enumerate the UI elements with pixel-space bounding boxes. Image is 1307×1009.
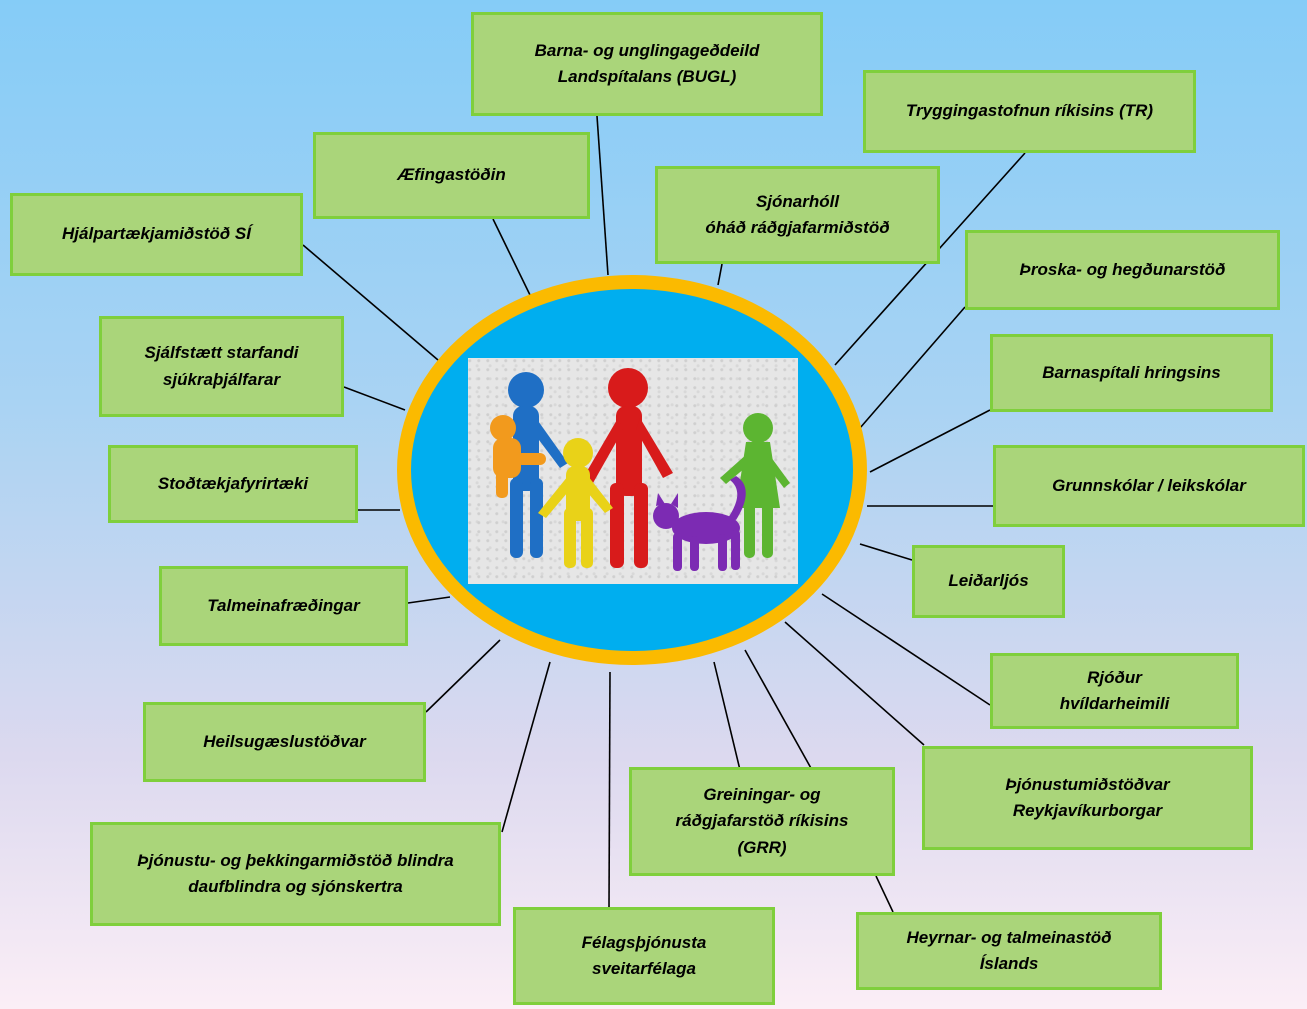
yellow-figure-icon xyxy=(538,438,613,568)
node-rjodur: Rjóður hvíldarheimili xyxy=(990,653,1239,729)
node-label-line: Reykjavíkurborgar xyxy=(1012,801,1163,820)
node-label: Stoðtækjafyrirtæki xyxy=(158,471,308,497)
node-heilsug: Heilsugæslustöðvar xyxy=(143,702,426,782)
node-hjalpar: Hjálpartækjamiðstöð SÍ xyxy=(10,193,303,276)
node-label-line: sjúkraþjálfarar xyxy=(162,369,281,389)
node-tr: Tryggingastofnun ríkisins (TR) xyxy=(863,70,1196,153)
node-label-line: Sjónarhóll xyxy=(755,191,840,211)
green-figure-icon xyxy=(720,413,790,558)
node-sjonarholl: Sjónarhóll óháð ráðgjafarmiðstöð xyxy=(655,166,940,264)
node-label: Þroska- og hegðunarstöð xyxy=(1020,257,1226,283)
connector-blindra xyxy=(501,661,551,833)
node-label-line: Rjóður xyxy=(1087,667,1142,687)
connector-sjalfst xyxy=(343,386,406,411)
node-stodtaekja: Stoðtækjafyrirtæki xyxy=(108,445,358,523)
node-label-line: Sjálfstætt starfandi xyxy=(144,343,299,363)
node-label-line: Íslands xyxy=(979,954,1039,973)
node-label: Æfingastöðin xyxy=(397,162,506,188)
node-grr: Greiningar- og ráðgjafarstöð ríkisins (GRR… xyxy=(629,767,895,876)
node-label-line: (GRR) xyxy=(737,837,787,857)
node-label-line: sveitarfélaga xyxy=(592,959,696,978)
node-label-line: Hjálpartækjamiðstöð SÍ xyxy=(62,224,251,244)
node-label-line: ráðgjafarstöð ríkisins xyxy=(675,811,849,831)
node-label-line: Þjónustu- og þekkingarmiðstöð blindra xyxy=(137,850,454,870)
connector-sjonarholl xyxy=(717,263,723,286)
connector-grr-a xyxy=(713,661,741,771)
node-label-line: Greiningar- og xyxy=(703,784,821,804)
node-label-line: Barnaspítali hringsins xyxy=(1042,362,1221,382)
node-label: Sjónarhóll óháð ráðgjafarmiðstöð xyxy=(705,189,889,242)
node-label-line: Stoðtækjafyrirtæki xyxy=(157,473,309,493)
node-label-line: Heyrnar- og talmeinastöð xyxy=(906,927,1112,947)
connector-aefing xyxy=(492,218,531,296)
node-label: Þjónustu- og þekkingarmiðstöð blindra dau… xyxy=(137,848,453,901)
connector-barnaspitali xyxy=(869,409,991,473)
family-figures-icon xyxy=(490,368,790,571)
node-label-line: Tryggingastofnun ríkisins (TR) xyxy=(905,101,1154,121)
family-figures-image xyxy=(468,358,798,584)
node-label-line: hvíldarheimili xyxy=(1059,694,1170,713)
node-blindra: Þjónustu- og þekkingarmiðstöð blindra dau… xyxy=(90,822,501,926)
node-aefing: Æfingastöðin xyxy=(313,132,590,219)
node-grunnskolar: Grunnskólar / leikskólar xyxy=(993,445,1305,527)
connector-hjalpar xyxy=(302,244,439,361)
node-label-line: daufblindra og sjónskertra xyxy=(188,877,403,896)
node-label: Grunnskólar / leikskólar xyxy=(1052,473,1246,499)
node-label: Heilsugæslustöðvar xyxy=(203,729,366,755)
node-barnaspitali: Barnaspítali hringsins xyxy=(990,334,1273,412)
node-label-line: Þroska- og hegðunarstöð xyxy=(1019,259,1226,279)
node-throska: Þroska- og hegðunarstöð xyxy=(965,230,1280,310)
node-label-line: Landspítalans (BUGL) xyxy=(557,67,737,86)
node-label: Sjálfstætt starfandi sjúkraþjálfarar xyxy=(145,340,299,393)
node-leidarljos: Leiðarljós xyxy=(912,545,1065,618)
node-sjalfst: Sjálfstætt starfandi sjúkraþjálfarar xyxy=(99,316,344,417)
node-label-line: Félagsþjónusta xyxy=(581,932,707,952)
orange-figure-icon xyxy=(490,415,546,498)
node-felags: Félagsþjónusta sveitarfélaga xyxy=(513,907,775,1005)
connector-throska xyxy=(859,306,966,429)
connector-leidarljos xyxy=(859,543,913,561)
purple-cat-icon xyxy=(653,476,746,571)
node-label: Greiningar- og ráðgjafarstöð ríkisins (GRR… xyxy=(676,782,849,861)
node-label: Félagsþjónusta sveitarfélaga xyxy=(582,930,707,983)
node-talmein: Talmeinafræðingar xyxy=(159,566,408,646)
node-label: Tryggingastofnun ríkisins (TR) xyxy=(906,98,1153,124)
connector-grr-b xyxy=(744,649,813,771)
node-label: Leiðarljós xyxy=(948,568,1028,594)
connector-thjonmid xyxy=(784,621,925,746)
connector-bugl xyxy=(596,115,609,276)
node-label-line: Leiðarljós xyxy=(948,571,1029,591)
node-label-line: óháð ráðgjafarmiðstöð xyxy=(705,218,890,237)
connector-heilsug xyxy=(425,639,501,713)
node-label: Hjálpartækjamiðstöð SÍ xyxy=(62,221,251,247)
node-label-line: Grunnskólar / leikskólar xyxy=(1052,475,1246,495)
node-label-line: Æfingastöðin xyxy=(397,165,506,185)
node-label: Barnaspítali hringsins xyxy=(1042,360,1221,386)
connector-rjodur xyxy=(821,593,991,706)
red-figure-icon xyxy=(583,368,673,568)
node-label-line: Þjónustumiðstöðvar xyxy=(1005,774,1170,794)
node-label: Talmeinafræðingar xyxy=(207,593,359,619)
connector-felags xyxy=(608,671,611,908)
node-label-line: Talmeinafræðingar xyxy=(207,595,360,615)
node-label-line: Heilsugæslustöðvar xyxy=(203,731,366,751)
node-label-line: Barna- og unglingageðdeild xyxy=(534,40,760,60)
node-label: Rjóður hvíldarheimili xyxy=(1060,665,1170,718)
connector-heyrnar xyxy=(875,875,894,913)
connector-talmein xyxy=(407,596,451,604)
